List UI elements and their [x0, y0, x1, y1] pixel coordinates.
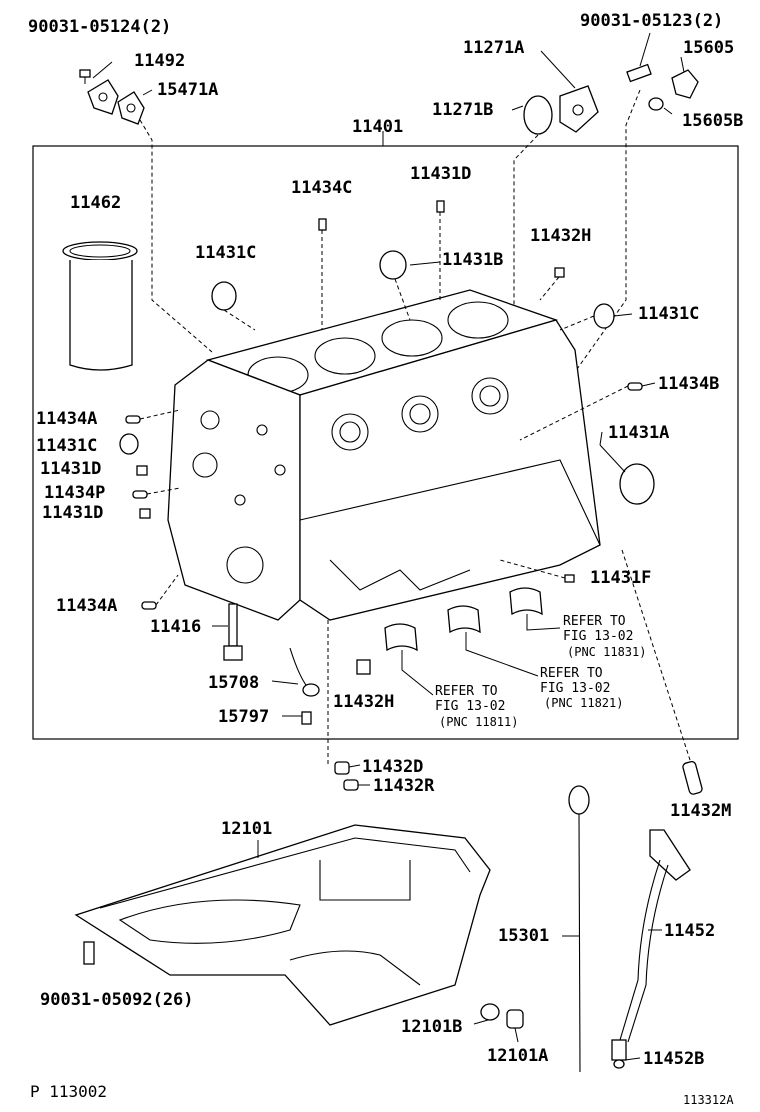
label-11434A-1: 11434A [36, 409, 97, 429]
svg-text:(PNC 11811): (PNC 11811) [439, 715, 518, 729]
plug-11432D-drawing [334, 761, 350, 775]
label-11431F: 11431F [590, 568, 651, 588]
cover-11271A-drawing [559, 85, 599, 133]
label-11434C: 11434C [291, 178, 352, 198]
block-group-frame [32, 145, 739, 740]
svg-text:(PNC 11821): (PNC 11821) [544, 696, 623, 710]
bolt-90031-05123-drawing [626, 63, 652, 83]
label-12101A: 12101A [487, 1046, 548, 1066]
guide-11452-drawing [611, 829, 691, 1061]
label-11431C-right: 11431C [638, 304, 699, 324]
svg-text:(PNC 11831): (PNC 11831) [567, 645, 646, 659]
label-15301: 15301 [498, 926, 549, 946]
label-11432R: 11432R [373, 776, 435, 796]
plate-11492-drawing [87, 79, 119, 115]
label-11432H-bottom: 11432H [333, 692, 394, 712]
dipstick-15301-drawing [568, 785, 590, 1073]
pipe-15708-drawing [289, 647, 320, 697]
svg-text:FIG 13-02: FIG 13-02 [563, 629, 633, 644]
label-90031-05124: 90031-05124(2) [28, 17, 171, 37]
pin-11432M-drawing [682, 760, 703, 795]
bearing-drawings [384, 587, 543, 652]
label-90031-05092: 90031-05092(26) [40, 990, 194, 1010]
label-90031-05123: 90031-05123(2) [580, 11, 723, 31]
label-11434A-2: 11434A [56, 596, 117, 616]
label-11432M: 11432M [670, 801, 731, 821]
label-11431C-left: 11431C [36, 436, 97, 456]
oil-pan-12101-drawing [74, 824, 491, 1026]
label-11431D-left1: 11431D [40, 459, 101, 479]
label-15605: 15605 [683, 38, 734, 58]
refer-note-11821: REFER TO FIG 13-02 (PNC 11821) [540, 666, 623, 710]
refer-note-11831: REFER TO FIG 13-02 (PNC 11831) [563, 614, 646, 659]
label-11452B: 11452B [643, 1049, 704, 1069]
label-11431D-top: 11431D [410, 164, 471, 184]
gasket-15471A-drawing [117, 91, 145, 125]
label-11434P: 11434P [44, 483, 105, 503]
bolt-11416-drawing [223, 603, 243, 661]
gasket-15605B-drawing [648, 97, 664, 111]
label-12101B: 12101B [401, 1017, 462, 1037]
bolt-90031-05092-drawing [83, 941, 95, 965]
page-reference: P 113002 [30, 1082, 107, 1101]
label-11416: 11416 [150, 617, 201, 637]
figure-id: 113312A [683, 1093, 734, 1107]
svg-text:FIG 13-02: FIG 13-02 [540, 681, 610, 696]
label-11434B: 11434B [658, 374, 719, 394]
svg-text:REFER TO: REFER TO [435, 684, 498, 699]
label-12101: 12101 [221, 819, 272, 839]
gasket-11271B-drawing [523, 95, 553, 135]
svg-text:REFER TO: REFER TO [563, 614, 626, 629]
label-11271B: 11271B [432, 100, 493, 120]
svg-text:REFER TO: REFER TO [540, 666, 603, 681]
label-15708: 15708 [208, 673, 259, 693]
label-11431B: 11431B [442, 250, 503, 270]
plug-11432R-drawing [343, 779, 359, 791]
liner-11462-drawing [62, 241, 138, 371]
label-11462: 11462 [70, 193, 121, 213]
label-11431D-left2: 11431D [42, 503, 103, 523]
refer-note-11811: REFER TO FIG 13-02 (PNC 11811) [435, 684, 518, 729]
label-15797: 15797 [218, 707, 269, 727]
label-11452: 11452 [664, 921, 715, 941]
label-11271A: 11271A [463, 38, 524, 58]
label-11432D: 11432D [362, 757, 423, 777]
engine-block-11401-drawing [167, 289, 601, 621]
bolt-90031-05124-drawing [79, 69, 91, 84]
label-11401: 11401 [352, 117, 403, 137]
label-11432H-top: 11432H [530, 226, 591, 246]
svg-text:FIG 13-02: FIG 13-02 [435, 699, 505, 714]
label-11431C-top: 11431C [195, 243, 256, 263]
label-11431A: 11431A [608, 423, 669, 443]
plug-15605-drawing [671, 69, 699, 99]
label-11492: 11492 [134, 51, 185, 71]
label-15471A: 15471A [157, 80, 218, 100]
label-15605B: 15605B [682, 111, 743, 131]
